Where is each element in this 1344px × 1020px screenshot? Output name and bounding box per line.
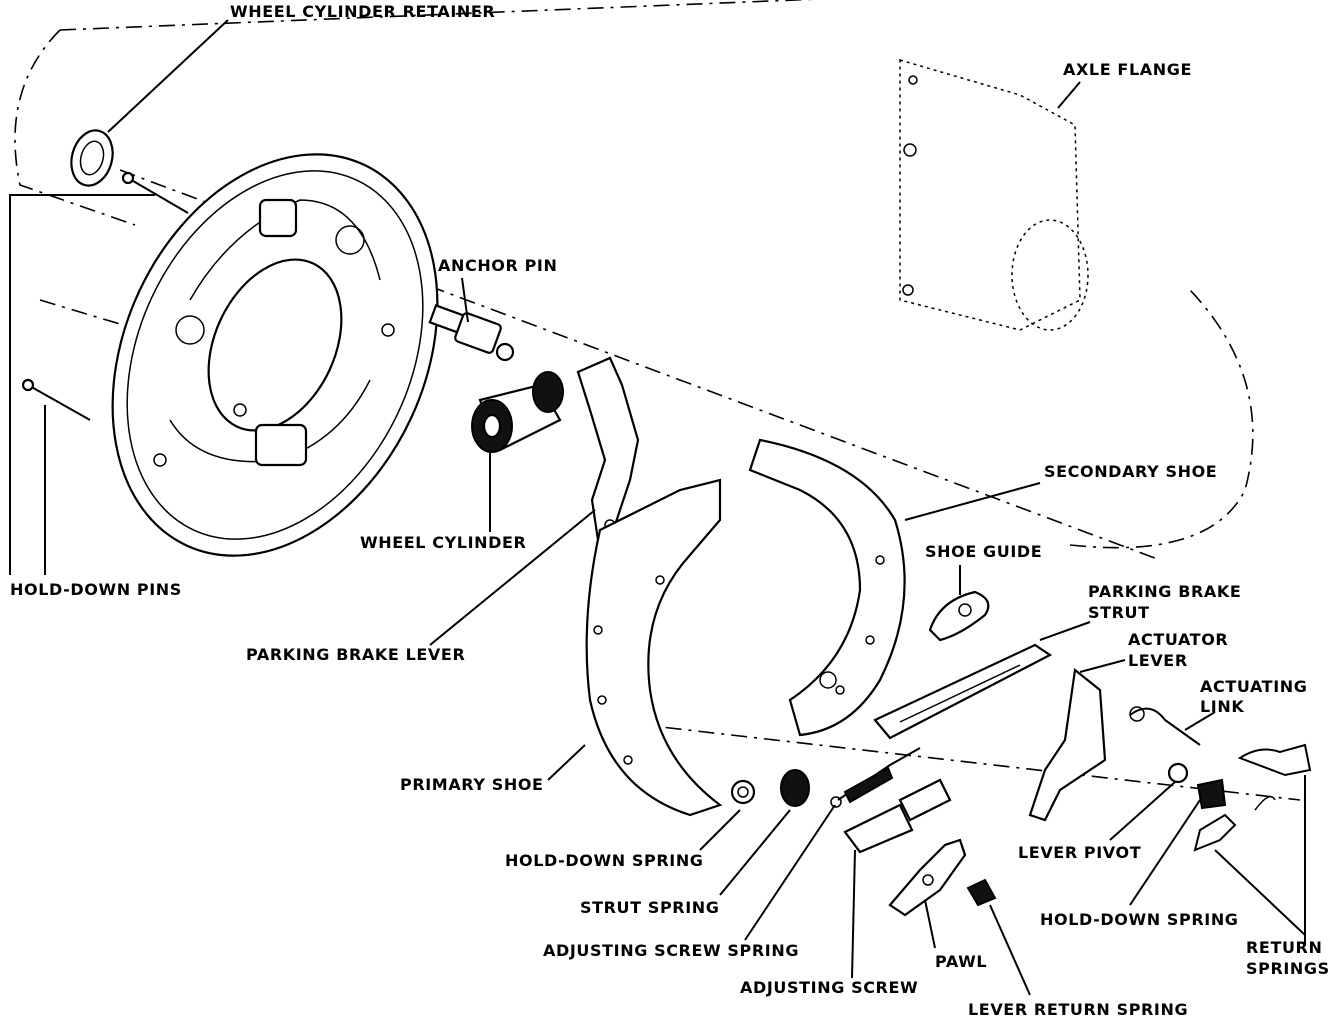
exploded-view-envelope [14, 0, 1301, 801]
lever-pivot-part [1167, 762, 1189, 784]
label-wheel-cylinder-retainer: WHEEL CYLINDER RETAINER [230, 2, 496, 21]
label-anchor-pin: ANCHOR PIN [438, 256, 558, 275]
label-parking-brake-strut-line2: STRUT [1088, 603, 1150, 622]
label-secondary-shoe: SECONDARY SHOE [1044, 462, 1218, 481]
pawl-part [888, 838, 967, 917]
hold-down-spring-right-part [1196, 778, 1227, 810]
label-actuating-link-line1: ACTUATING [1200, 677, 1308, 696]
label-hold-down-spring-left: HOLD-DOWN SPRING [505, 851, 704, 870]
label-return-springs-line2: SPRINGS [1246, 959, 1330, 978]
return-springs-part [1193, 743, 1312, 852]
label-actuating-link-line2: LINK [1200, 697, 1245, 716]
label-lever-return-spring: LEVER RETURN SPRING [968, 1000, 1189, 1019]
leader-lines [9, 19, 1306, 996]
label-adjusting-screw: ADJUSTING SCREW [740, 978, 919, 997]
actuator-lever-part [1028, 667, 1107, 822]
label-adjusting-screw-spring: ADJUSTING SCREW SPRING [543, 941, 800, 960]
label-parking-brake-lever: PARKING BRAKE LEVER [246, 645, 466, 664]
label-axle-flange: AXLE FLANGE [1063, 60, 1192, 79]
lever-return-spring-part [966, 878, 997, 907]
label-parking-brake-strut-line1: PARKING BRAKE [1088, 582, 1242, 601]
shoe-guide-part [928, 590, 990, 642]
label-actuator-lever-line2: LEVER [1128, 651, 1188, 670]
label-primary-shoe: PRIMARY SHOE [400, 775, 544, 794]
wheel-cylinder-retainer-part [70, 129, 114, 187]
anchor-pin-part [428, 304, 515, 362]
adjusting-screw-part [843, 778, 952, 854]
wheel-cylinder-part [471, 371, 564, 453]
label-wheel-cylinder: WHEEL CYLINDER [360, 533, 527, 552]
label-actuator-lever-line1: ACTUATOR [1128, 630, 1229, 649]
hold-down-spring-left-part [730, 779, 756, 805]
parking-brake-strut-part [873, 643, 1053, 740]
label-lever-pivot: LEVER PIVOT [1018, 843, 1142, 862]
label-hold-down-spring-right: HOLD-DOWN SPRING [1040, 910, 1239, 929]
label-pawl: PAWL [935, 952, 988, 971]
backing-plate [111, 153, 439, 557]
strut-spring-part [780, 769, 810, 807]
secondary-shoe-part [748, 438, 906, 737]
actuating-link-part [1129, 706, 1201, 746]
label-hold-down-pins: HOLD-DOWN PINS [10, 580, 182, 599]
label-return-springs-line1: RETURN [1246, 938, 1323, 957]
label-shoe-guide: SHOE GUIDE [925, 542, 1043, 561]
axle-flange-part [899, 59, 1089, 331]
adjusting-screw-spring-part [830, 747, 921, 808]
parking-brake-lever-part [576, 356, 640, 543]
hold-down-pins-part [21, 171, 189, 421]
primary-shoe-part [585, 478, 723, 817]
label-strut-spring: STRUT SPRING [580, 898, 720, 917]
